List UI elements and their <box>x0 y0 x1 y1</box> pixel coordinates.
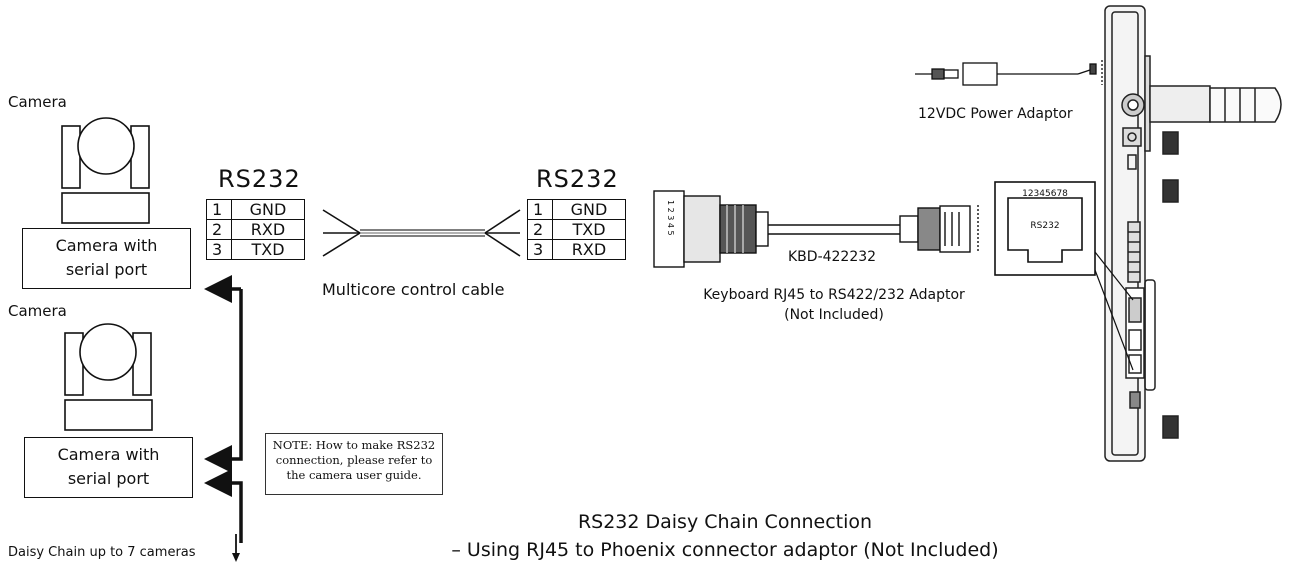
pin-number: 3 <box>527 239 553 260</box>
phoenix-pin-numbers: 1 2 3 4 5 <box>666 200 675 236</box>
camera-2-box-line1: Camera with <box>57 445 160 464</box>
pin-number: 1 <box>527 199 553 220</box>
adaptor-description: Keyboard RJ45 to RS422/232 Adaptor (Not … <box>690 285 978 325</box>
camera-1-box-line1: Camera with <box>55 236 158 255</box>
adaptor-model: KBD-422232 <box>788 249 877 265</box>
camera-1-serial-box: Camera with serial port <box>22 228 191 289</box>
diagram-title: RS232 Daisy Chain Connection – Using RJ4… <box>430 508 1020 564</box>
title-line2: – Using RJ45 to Phoenix connector adapto… <box>451 539 999 561</box>
note-line1: NOTE: How to make RS232 <box>272 438 436 452</box>
daisy-chain-label: Daisy Chain up to 7 cameras <box>8 545 196 560</box>
port-callout-lines <box>1094 251 1134 371</box>
camera-1-icon <box>61 117 150 224</box>
note-line3: the camera user guide. <box>286 468 422 482</box>
rj45-pin-numbers: 12345678 <box>1022 189 1068 199</box>
pin-number: 3 <box>206 239 232 260</box>
title-line1: RS232 Daisy Chain Connection <box>577 511 873 533</box>
camera-2-icon <box>64 323 153 431</box>
keyboard-controller-icon <box>1104 5 1282 462</box>
power-adaptor-label: 12VDC Power Adaptor <box>918 106 1073 122</box>
adaptor-line1: Keyboard RJ45 to RS422/232 Adaptor <box>703 287 965 303</box>
note-line2: connection, please refer to <box>275 453 433 467</box>
daisy-chain-arrowhead <box>232 553 240 562</box>
pin-number: 2 <box>206 219 232 240</box>
pin-signal: TXD <box>552 219 626 240</box>
pin-signal: GND <box>231 199 305 220</box>
left-table-title: RS232 <box>218 165 301 193</box>
camera-2-label: Camera <box>8 302 67 320</box>
pin-signal: RXD <box>231 219 305 240</box>
cable-fanout-left <box>322 209 361 257</box>
pin-signal: RXD <box>552 239 626 260</box>
power-adaptor-icon <box>915 60 1103 86</box>
right-table-title: RS232 <box>536 165 619 193</box>
phoenix-adaptor-icon <box>653 190 769 268</box>
pin-signal: TXD <box>231 239 305 260</box>
adaptor-cable <box>768 224 900 235</box>
rj45-plug-icon <box>899 205 979 253</box>
pin-number: 1 <box>206 199 232 220</box>
pin-signal: GND <box>552 199 626 220</box>
rj45-socket-detail <box>994 181 1096 276</box>
pin-number: 2 <box>527 219 553 240</box>
camera-2-serial-box: Camera with serial port <box>24 437 193 498</box>
camera-1-box-line2: serial port <box>65 260 148 279</box>
adaptor-line2: (Not Included) <box>784 307 884 323</box>
daisy-chain-lines <box>204 275 243 543</box>
rj45-port-label: RS232 <box>1030 221 1059 231</box>
camera-2-box-line2: serial port <box>67 469 150 488</box>
note-box: NOTE: How to make RS232 connection, plea… <box>265 433 443 495</box>
cable-label: Multicore control cable <box>322 280 505 299</box>
camera-1-label: Camera <box>8 93 67 111</box>
cable-fanout-right <box>484 209 521 257</box>
multicore-cable <box>360 229 485 237</box>
